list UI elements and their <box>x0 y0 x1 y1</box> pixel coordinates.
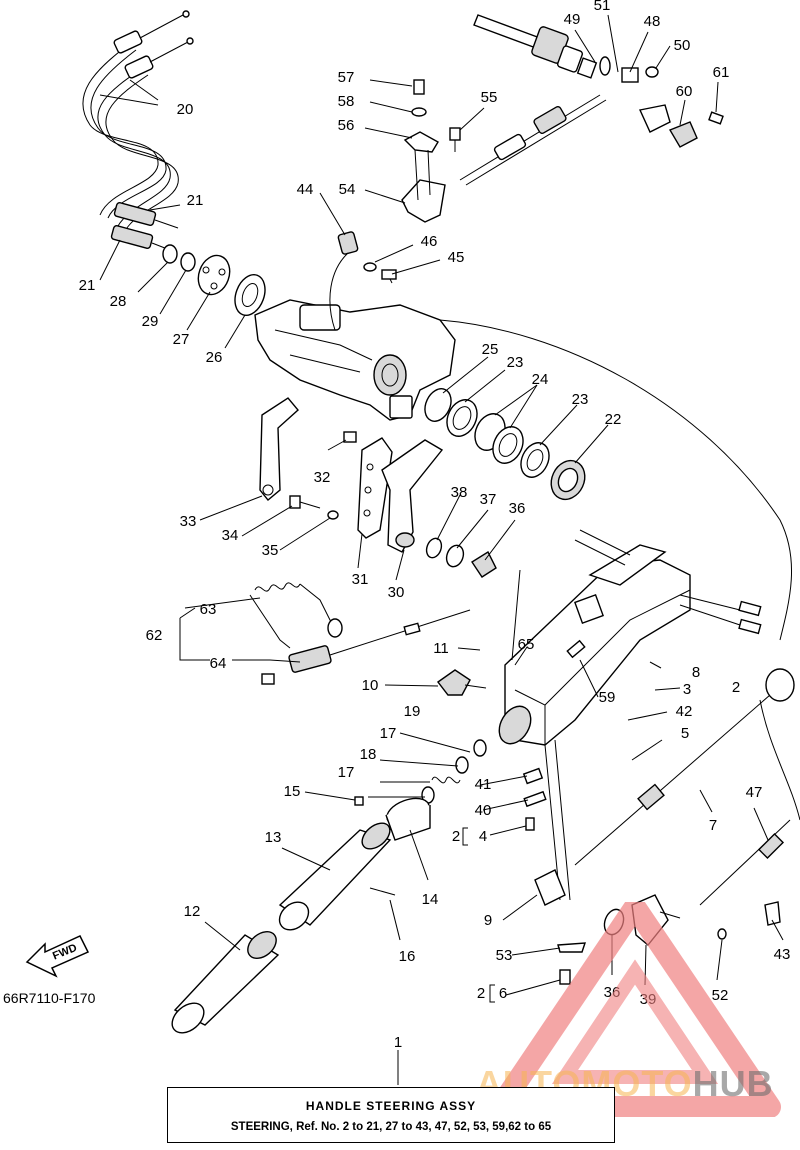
callout-54: 54 <box>339 181 356 198</box>
callout-43: 43 <box>774 946 791 963</box>
callout-9: 9 <box>484 912 492 929</box>
grip-parts <box>171 797 431 1034</box>
callout-2c: 2 <box>477 985 485 1002</box>
callout-29: 29 <box>142 313 159 330</box>
callout-44: 44 <box>297 181 314 198</box>
callout-18: 18 <box>360 746 377 763</box>
callout-22: 22 <box>605 411 622 428</box>
cable-pair-20 <box>82 10 194 236</box>
diagram-code: 66R7110-F170 <box>3 990 96 1006</box>
callout-37: 37 <box>480 491 497 508</box>
callout-25: 25 <box>482 341 499 358</box>
callout-38: 38 <box>451 484 468 501</box>
cable-ends-21 <box>110 202 179 251</box>
callout-46: 46 <box>421 233 438 250</box>
callout-8: 8 <box>692 664 700 681</box>
callout-65: 65 <box>518 636 535 653</box>
callout-33: 33 <box>180 513 197 530</box>
callout-62: 62 <box>146 627 163 644</box>
callout-32: 32 <box>314 469 331 486</box>
seal-26 <box>234 273 266 317</box>
callout-34: 34 <box>222 527 239 544</box>
lever-10 <box>354 669 487 806</box>
long-cable-curve <box>439 319 793 641</box>
assembly-description: STEERING, Ref. No. 2 to 21, 27 to 43, 47… <box>230 1121 552 1133</box>
callout-5: 5 <box>681 725 689 742</box>
callout-45: 45 <box>448 249 465 266</box>
callout-16: 16 <box>399 948 416 965</box>
callout-17a: 17 <box>380 725 397 742</box>
callout-49: 49 <box>564 11 581 28</box>
steering-bracket <box>254 299 456 421</box>
callout-31: 31 <box>352 571 369 588</box>
callout-19: 19 <box>404 703 421 720</box>
leader-lines <box>99 14 784 1085</box>
callout-36a: 36 <box>509 500 526 517</box>
callout-24: 24 <box>532 371 549 388</box>
assembly-title: HANDLE STEERING ASSY <box>305 1099 477 1113</box>
washers-22-25 <box>424 388 586 501</box>
callout-26: 26 <box>206 349 223 366</box>
stop-switch <box>249 582 471 685</box>
callout-23a: 23 <box>507 354 524 371</box>
handle-main <box>498 544 691 901</box>
callout-40: 40 <box>475 802 492 819</box>
callout-17b: 17 <box>338 764 355 781</box>
callout-27: 27 <box>173 331 190 348</box>
callout-59: 59 <box>599 689 616 706</box>
callout-23b: 23 <box>572 391 589 408</box>
callout-21b: 21 <box>79 277 96 294</box>
callout-58: 58 <box>338 93 355 110</box>
callout-35: 35 <box>262 542 279 559</box>
callout-14: 14 <box>422 891 439 908</box>
plates-31-33 <box>259 397 393 539</box>
callout-21a: 21 <box>187 192 204 209</box>
callout-2b: 2 <box>452 828 460 845</box>
watermark-part2: HUB <box>692 1063 774 1104</box>
callout-47: 47 <box>746 784 763 801</box>
callout-60: 60 <box>676 83 693 100</box>
callout-57: 57 <box>338 69 355 86</box>
callout-7: 7 <box>709 817 717 834</box>
callout-42: 42 <box>676 703 693 720</box>
callout-56: 56 <box>338 117 355 134</box>
callout-63: 63 <box>200 601 217 618</box>
callout-11: 11 <box>433 640 449 657</box>
handle-cables <box>574 529 762 635</box>
callout-2a: 2 <box>732 679 740 696</box>
callouts: 1 2 2 2 2 3 4 5 6 7 8 9 10 11 12 13 14 1… <box>79 0 791 1051</box>
callout-53: 53 <box>496 947 513 964</box>
shift-rod-7 <box>574 668 795 940</box>
callout-4: 4 <box>479 828 487 845</box>
shift-cable-top <box>459 14 724 186</box>
assembly-box: HANDLE STEERING ASSY STEERING, Ref. No. … <box>167 1087 615 1143</box>
callout-51: 51 <box>594 0 611 14</box>
watermark-logo <box>489 902 781 1117</box>
fwd-arrow: FWD <box>25 935 90 978</box>
clamp-44 <box>329 231 397 331</box>
rings-36-38 <box>425 537 497 578</box>
callout-64: 64 <box>210 655 227 672</box>
callout-6: 6 <box>499 985 507 1002</box>
bracket-54 <box>401 79 461 223</box>
callout-3: 3 <box>683 681 691 698</box>
callout-30: 30 <box>388 584 405 601</box>
callout-10: 10 <box>362 677 379 694</box>
callout-20: 20 <box>177 101 194 118</box>
lever-30 <box>381 439 444 553</box>
callout-55: 55 <box>481 89 498 106</box>
grommet-27 <box>162 244 231 296</box>
callout-15: 15 <box>284 783 301 800</box>
callout-61: 61 <box>713 64 730 81</box>
callout-1: 1 <box>394 1034 402 1051</box>
callout-52: 52 <box>712 987 729 1004</box>
callout-50: 50 <box>674 37 691 54</box>
callout-28: 28 <box>110 293 127 310</box>
callout-48: 48 <box>644 13 661 30</box>
callout-13: 13 <box>265 829 282 846</box>
callout-41: 41 <box>475 776 492 793</box>
callout-12: 12 <box>184 903 201 920</box>
